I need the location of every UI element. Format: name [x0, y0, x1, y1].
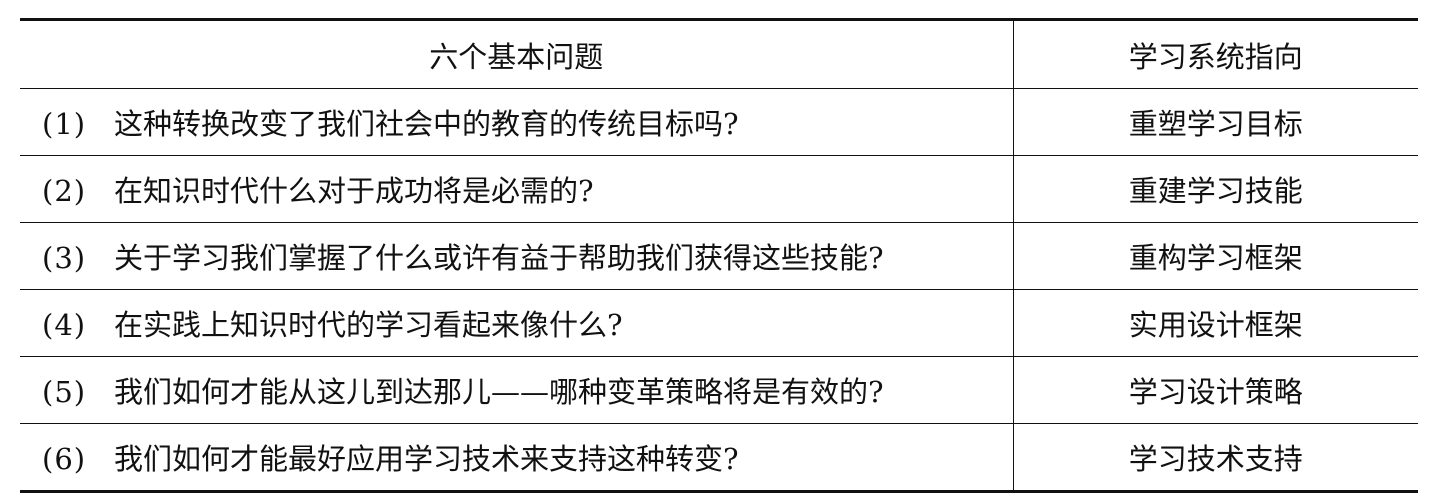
table-row: (3) 关于学习我们掌握了什么或许有益于帮助我们获得这些技能? 重构学习框架	[20, 222, 1418, 290]
question-cell: (3) 关于学习我们掌握了什么或许有益于帮助我们获得这些技能?	[20, 222, 1014, 290]
question-cell: (1) 这种转换改变了我们社会中的教育的传统目标吗?	[20, 88, 1014, 156]
question-text: 关于学习我们掌握了什么或许有益于帮助我们获得这些技能?	[114, 241, 884, 275]
direction-cell: 重塑学习目标	[1013, 88, 1418, 156]
question-cell: (4) 在实践上知识时代的学习看起来像什么?	[20, 289, 1014, 357]
questions-table-container: 六个基本问题 学习系统指向 (1) 这种转换改变了我们社会中的教育的传统目标吗? …	[20, 18, 1418, 493]
direction-cell: 学习技术支持	[1013, 423, 1418, 493]
table-row: (1) 这种转换改变了我们社会中的教育的传统目标吗? 重塑学习目标	[20, 88, 1418, 156]
question-text: 在实践上知识时代的学习看起来像什么?	[114, 308, 623, 342]
table-row: (2) 在知识时代什么对于成功将是必需的? 重建学习技能	[20, 155, 1418, 223]
direction-cell: 重建学习技能	[1013, 155, 1418, 223]
question-text: 我们如何才能从这儿到达那儿——哪种变革策略将是有效的?	[114, 375, 884, 409]
header-questions: 六个基本问题	[20, 18, 1014, 89]
question-number: (3)	[42, 241, 87, 275]
question-cell: (6) 我们如何才能最好应用学习技术来支持这种转变?	[20, 423, 1014, 493]
question-number: (5)	[42, 375, 87, 409]
table-row: (5) 我们如何才能从这儿到达那儿——哪种变革策略将是有效的? 学习设计策略	[20, 356, 1418, 424]
table-header-row: 六个基本问题 学习系统指向	[20, 18, 1418, 89]
question-cell: (2) 在知识时代什么对于成功将是必需的?	[20, 155, 1014, 223]
question-text: 这种转换改变了我们社会中的教育的传统目标吗?	[114, 107, 739, 141]
question-text: 在知识时代什么对于成功将是必需的?	[114, 174, 594, 208]
table-row: (6) 我们如何才能最好应用学习技术来支持这种转变? 学习技术支持	[20, 423, 1418, 493]
direction-cell: 重构学习框架	[1013, 222, 1418, 290]
question-number: (2)	[42, 174, 87, 208]
header-direction: 学习系统指向	[1013, 18, 1418, 89]
direction-cell: 实用设计框架	[1013, 289, 1418, 357]
table-row: (4) 在实践上知识时代的学习看起来像什么? 实用设计框架	[20, 289, 1418, 357]
direction-cell: 学习设计策略	[1013, 356, 1418, 424]
question-number: (1)	[42, 107, 87, 141]
question-number: (4)	[42, 308, 87, 342]
question-number: (6)	[42, 442, 87, 476]
question-cell: (5) 我们如何才能从这儿到达那儿——哪种变革策略将是有效的?	[20, 356, 1014, 424]
question-text: 我们如何才能最好应用学习技术来支持这种转变?	[114, 442, 739, 476]
questions-table: 六个基本问题 学习系统指向 (1) 这种转换改变了我们社会中的教育的传统目标吗? …	[20, 18, 1418, 493]
